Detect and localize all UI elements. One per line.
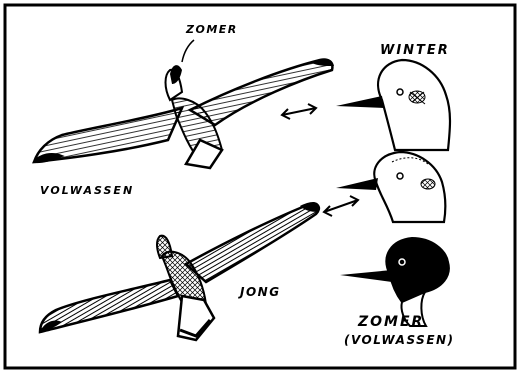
- label-volwassen: VOLWASSEN: [40, 184, 134, 197]
- adult-summer-gull: [34, 40, 334, 168]
- label-zomer-top: ZOMER: [186, 23, 238, 36]
- label-jong: JONG: [240, 285, 281, 299]
- label-winter: WINTER: [380, 43, 450, 58]
- label-zomer-bottom: ZOMER: [358, 314, 424, 330]
- transitional-head: [336, 152, 445, 222]
- label-volwassen-parenthetical: (VOLWASSEN): [344, 333, 455, 347]
- double-arrow-middle: [324, 196, 358, 216]
- juvenile-gull: [40, 202, 319, 340]
- winter-head: [336, 60, 450, 150]
- summer-adult-head: [340, 238, 449, 326]
- double-arrow-top: [282, 104, 316, 119]
